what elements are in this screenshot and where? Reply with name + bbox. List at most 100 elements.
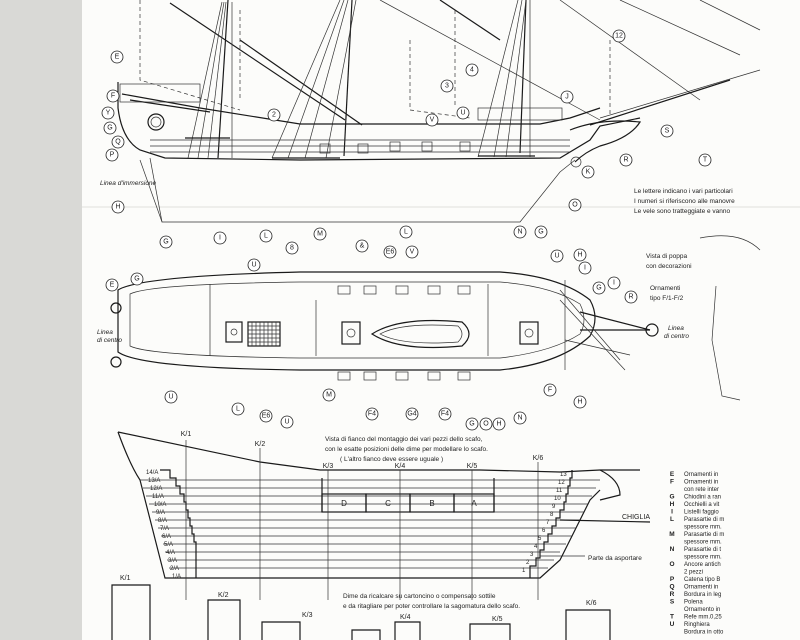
callout-L2: L [399, 225, 413, 239]
svg-text:U: U [554, 253, 559, 260]
plan-callout-H2: H [573, 395, 587, 409]
plan-callout-E6b: E6 [259, 409, 273, 423]
svg-text:12: 12 [615, 33, 623, 40]
callout-G: G [103, 121, 117, 135]
layer-14a: 14/A [146, 470, 158, 476]
callout-O: O [568, 198, 582, 212]
layer-10a: 10/A [154, 502, 166, 508]
legend-text: Polena [684, 600, 703, 606]
layer-5: 5 [538, 536, 542, 542]
legend-text: Bordura in otto [684, 630, 724, 636]
layer-13a: 13/A [148, 478, 160, 484]
layer-8: 8 [550, 512, 554, 518]
plan-callout-G4: G4 [405, 407, 419, 421]
template-k4: K/4 [400, 614, 411, 621]
svg-text:F: F [111, 93, 115, 100]
note-ornaments-2: tipo F/1-F/2 [650, 295, 684, 302]
svg-text:F4: F4 [441, 411, 449, 418]
callout-V: V [425, 113, 439, 127]
callout-R: R [619, 153, 633, 167]
callout-3: 3 [440, 79, 454, 93]
svg-text:&: & [360, 243, 365, 250]
svg-text:M: M [317, 231, 323, 238]
note-ornaments-1: Ornamenti [650, 285, 680, 292]
template-k6: K/6 [586, 600, 597, 607]
layer-12a: 12/A [150, 486, 162, 492]
layer-3: 3 [530, 552, 534, 558]
bulkhead-a: A [471, 499, 477, 508]
legend-text: Parasartie di m [684, 517, 724, 523]
legend-code: Q [669, 584, 674, 591]
svg-text:R: R [628, 294, 633, 301]
plan-callout-R: R [624, 290, 638, 304]
legend-text: Parasartie di t [684, 547, 721, 553]
svg-text:G: G [134, 276, 139, 283]
stern-ornament-sketch [711, 285, 741, 401]
svg-text:8: 8 [290, 245, 294, 252]
svg-text:U: U [284, 419, 289, 426]
svg-text:T: T [703, 157, 708, 164]
legend-text: Ornamenti in [684, 480, 718, 486]
callout-Y: Y [101, 106, 115, 120]
svg-text:L: L [236, 406, 240, 413]
plan-callout-F: F [543, 383, 557, 397]
legend-text: 2 pezzi [684, 570, 703, 576]
svg-text:H: H [577, 252, 582, 259]
template-k1: K/1 [120, 575, 131, 582]
svg-text:H: H [496, 421, 501, 428]
callout-G2: G [159, 235, 173, 249]
callout-4: 4 [465, 63, 479, 77]
plan-callout-E: E [105, 278, 119, 292]
frame-labels-top: K/1 K/2 K/3 K/4 K/5 K/6 [181, 431, 544, 470]
note-letters-1: Le lettere indicano i vari particolari [634, 188, 733, 195]
plan-callout-I2: I [578, 261, 592, 275]
legend-code: O [669, 561, 674, 568]
svg-text:H: H [115, 204, 120, 211]
layer-1: 1 [522, 568, 526, 574]
note-stern-view-2: con decorazioni [646, 263, 692, 270]
template-k5: K/5 [492, 616, 503, 623]
svg-text:V: V [430, 117, 435, 124]
callout-M: M [313, 227, 327, 241]
svg-text:L: L [264, 233, 268, 240]
plan-callout-L: L [231, 402, 245, 416]
note-centro-stern: di centro [97, 337, 122, 344]
plan-callout-H3: H [492, 417, 506, 431]
frame-k2: K/2 [255, 441, 266, 448]
legend-code: M [669, 531, 674, 538]
side-assembly-view [117, 431, 651, 600]
svg-text:J: J [565, 94, 569, 101]
legend-text: Ringhiera [684, 622, 710, 628]
layer-7: 7 [546, 520, 550, 526]
layer-13: 13 [560, 472, 567, 478]
svg-text:P: P [110, 152, 115, 159]
plan-callout-E6: E6 [383, 245, 397, 259]
legend-text: Ornamento in [684, 607, 720, 613]
frame-k3: K/3 [323, 463, 334, 470]
svg-text:U: U [460, 110, 465, 117]
label-chiglia: CHIGLIA [622, 514, 650, 521]
stern-view-sketch [699, 235, 761, 251]
callout-2: 2 [267, 108, 281, 122]
svg-text:V: V [410, 249, 415, 256]
callout-N: N [513, 225, 527, 239]
note-linea-bow: Linea [668, 325, 684, 332]
svg-text:E: E [110, 282, 115, 289]
svg-text:G: G [596, 285, 601, 292]
svg-text:Linea d'immersione: Linea d'immersione [100, 180, 157, 187]
note-centro-bow: di centro [664, 333, 689, 340]
legend-text: Parasartie di m [684, 532, 724, 538]
legend-text: Listelli faggio [684, 510, 719, 516]
bulkhead-b: B [429, 499, 434, 508]
svg-text:U: U [251, 262, 256, 269]
callout-H: H [111, 200, 125, 214]
callout-I: I [213, 231, 227, 245]
svg-text:I: I [219, 235, 221, 242]
note-side-view-3: ( L'altro fianco deve essere uguale ) [340, 456, 443, 463]
callout-T: T [698, 153, 712, 167]
svg-text:M: M [326, 392, 332, 399]
legend-code: N [670, 546, 675, 553]
legend-text: Occhielli a vit [684, 502, 720, 508]
frame-k4: K/4 [395, 463, 406, 470]
